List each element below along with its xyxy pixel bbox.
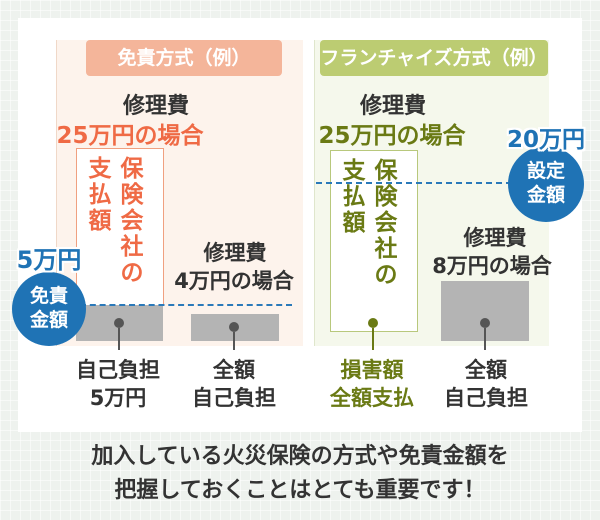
- left-case1-amount: 25万円の場合: [56, 123, 204, 149]
- left-box-col1: 支払額: [88, 156, 112, 234]
- right-box-col1: 支払額: [342, 158, 366, 236]
- right-bar1-marker: [368, 318, 378, 328]
- right-label2: 全額 自己負担: [430, 356, 542, 412]
- left-badge-line1: 免責: [29, 285, 68, 307]
- left-badge-line2: 金額: [29, 309, 68, 331]
- footer-line1: 加入している火災保険の方式や免責金額を: [91, 444, 509, 469]
- left-label1-line1: 自己負担: [76, 358, 160, 382]
- left-bar2-stem: [233, 332, 235, 350]
- left-bar2-marker: [229, 322, 239, 332]
- right-badge-line2: 金額: [526, 184, 565, 206]
- right-badge-amount: 20万円: [506, 127, 585, 153]
- footer-line2: 把握しておくことはとても重要です！: [114, 478, 486, 503]
- left-deductible-badge: 免責 金額: [12, 272, 86, 346]
- left-insurer-payment-box: [76, 148, 164, 306]
- left-label2-line1: 全額: [213, 358, 255, 382]
- right-badge-line1: 設定: [526, 160, 565, 182]
- left-label2-line2: 自己負担: [192, 386, 276, 410]
- left-label1-line2: 5万円: [89, 386, 147, 410]
- left-panel-title: 免責方式（例）: [86, 40, 282, 76]
- left-case1-label: 修理費: [122, 94, 189, 119]
- right-franchise-line: [316, 182, 512, 184]
- left-case2-amount: 4万円の場合: [174, 269, 294, 293]
- right-bar2-marker: [480, 318, 490, 328]
- right-case1-amount: 25万円の場合: [318, 123, 466, 149]
- right-label1-line1: 損害額: [340, 358, 404, 382]
- right-label2-line2: 自己負担: [444, 386, 528, 410]
- right-insurer-payment-box: [330, 150, 418, 332]
- left-bar1-marker: [114, 318, 124, 328]
- right-case2-amount: 8万円の場合: [432, 254, 552, 278]
- right-franchise-badge: 設定 金額: [508, 146, 584, 222]
- footer-note: 加入している火災保険の方式や免責金額を 把握しておくことはとても重要です！: [0, 440, 600, 508]
- right-bar1-stem: [372, 328, 374, 350]
- right-panel-title: フランチャイズ方式（例）: [320, 40, 548, 76]
- right-label1: 損害額 全額支払: [306, 356, 438, 412]
- left-bar1-stem: [118, 328, 120, 350]
- left-case2-label: 修理費: [203, 241, 267, 265]
- right-label2-line1: 全額: [465, 358, 507, 382]
- left-box-col2: 保険会社の: [120, 156, 144, 286]
- left-label2: 全額 自己負担: [178, 356, 290, 412]
- right-bar2-stem: [484, 328, 486, 350]
- left-deductible-line: [80, 304, 292, 306]
- left-badge-amount: 5万円: [16, 246, 82, 274]
- right-label1-line2: 全額支払: [330, 386, 414, 410]
- right-case1-label: 修理費: [359, 94, 426, 119]
- right-case2-label: 修理費: [463, 226, 527, 250]
- right-box-col2: 保険会社の: [374, 158, 398, 288]
- left-label1: 自己負担 5万円: [58, 356, 178, 412]
